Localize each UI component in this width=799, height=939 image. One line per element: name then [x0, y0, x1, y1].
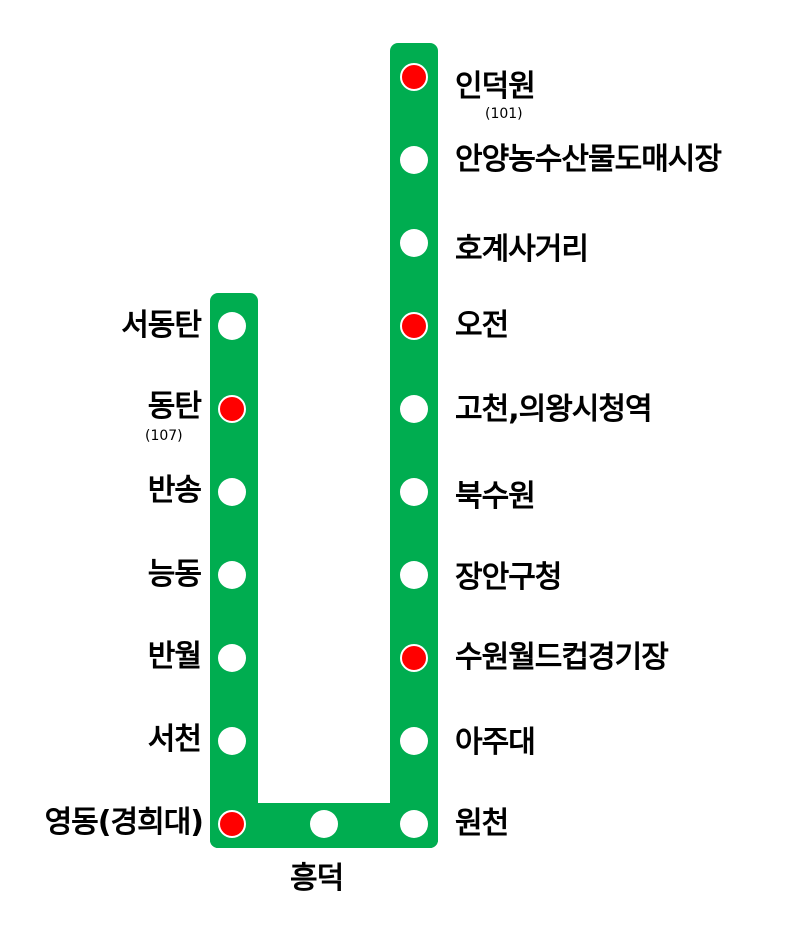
station-marker-worldcup[interactable]: [400, 644, 428, 672]
station-label-seodongtan[interactable]: 서동탄: [121, 308, 202, 343]
station-label-worldcup[interactable]: 수원월드컵경기장: [455, 640, 669, 675]
station-marker-anyang-market[interactable]: [400, 146, 428, 174]
station-marker-banwol[interactable]: [218, 644, 246, 672]
station-label-banwol[interactable]: 반월: [147, 639, 202, 674]
station-marker-neungdong[interactable]: [218, 561, 246, 589]
station-label-neungdong[interactable]: 능동: [147, 557, 202, 592]
station-label-indeogwon[interactable]: 인덕원: [455, 69, 536, 104]
station-marker-seocheon[interactable]: [218, 727, 246, 755]
station-label-ojeon[interactable]: 오전: [455, 308, 509, 343]
station-label-gocheon[interactable]: 고천,의왕시청역: [455, 392, 653, 427]
station-label-jangan-gu[interactable]: 장안구청: [455, 560, 562, 595]
station-marker-buksuwon[interactable]: [400, 478, 428, 506]
station-label-bansong[interactable]: 반송: [147, 473, 202, 508]
station-label-anyang-market[interactable]: 안양농수산물도매시장: [455, 142, 722, 177]
station-label-heungdeok[interactable]: 흥덕: [290, 861, 344, 896]
station-marker-seodongtan[interactable]: [218, 312, 246, 340]
station-label-ajou[interactable]: 아주대: [455, 725, 536, 760]
station-marker-indeogwon[interactable]: [400, 63, 428, 91]
station-code-107: (107): [145, 428, 183, 444]
station-label-yeongdong[interactable]: 영동(경희대): [44, 805, 204, 840]
station-label-dongtan[interactable]: 동탄: [147, 389, 202, 424]
station-marker-yeongdong[interactable]: [218, 810, 246, 838]
station-marker-gocheon[interactable]: [400, 395, 428, 423]
station-label-hogye[interactable]: 호계사거리: [455, 232, 589, 267]
station-label-seocheon[interactable]: 서천: [147, 722, 202, 757]
station-marker-ajou[interactable]: [400, 727, 428, 755]
station-label-buksuwon[interactable]: 북수원: [455, 479, 536, 514]
station-marker-ojeon[interactable]: [400, 312, 428, 340]
station-marker-bansong[interactable]: [218, 478, 246, 506]
station-marker-woncheon[interactable]: [400, 810, 428, 838]
station-marker-hogye[interactable]: [400, 229, 428, 257]
station-label-woncheon[interactable]: 원천: [455, 806, 509, 841]
station-marker-heungdeok[interactable]: [310, 810, 338, 838]
station-marker-jangan-gu[interactable]: [400, 561, 428, 589]
line-track-right: [390, 43, 438, 848]
station-marker-dongtan[interactable]: [218, 395, 246, 423]
station-code-101: (101): [485, 106, 523, 122]
